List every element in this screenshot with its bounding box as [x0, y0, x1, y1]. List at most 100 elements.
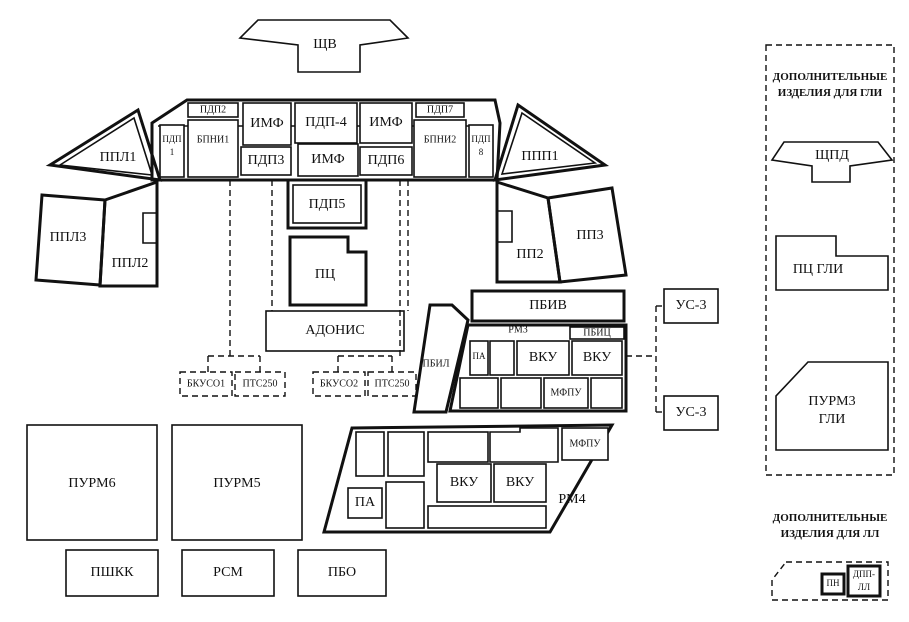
pts250-right-label: ПТС250 — [375, 378, 410, 389]
pshkk-label: ПШКК — [91, 565, 135, 580]
rm3-slot-1 — [489, 340, 515, 376]
pc-panel — [288, 235, 368, 307]
pa-top-label: ПА — [473, 351, 486, 361]
imf-center-box — [297, 143, 359, 177]
rm4-slot-6 — [427, 505, 547, 529]
pa-bottom-label: ПА — [355, 495, 376, 510]
vku-3-label: ВКУ — [450, 475, 478, 490]
imf-right-label: ИМФ — [369, 115, 402, 130]
purm5-box — [171, 424, 303, 541]
pp2-panel — [495, 179, 562, 284]
ll-frame — [771, 561, 889, 601]
pbic-label: ПБИЦ — [583, 327, 610, 338]
ppl2-label: ППЛ2 — [112, 256, 149, 271]
gli-heading-2: ИЗДЕЛИЯ ДЛЯ ГЛИ — [778, 87, 883, 99]
pts250-left-label: ПТС250 — [243, 378, 278, 389]
pc-gli-panel — [775, 235, 889, 291]
bpni2-box — [413, 119, 467, 178]
adonis-box — [265, 310, 405, 352]
bkuso2-label: БКУСО2 — [320, 378, 358, 389]
pbil-panel — [412, 303, 470, 414]
pdp8-box — [468, 124, 494, 178]
pp3-label: ПП3 — [576, 228, 603, 243]
vku-2-box — [571, 340, 623, 376]
ppl2-panel — [98, 179, 159, 288]
dpp-ll-box — [846, 564, 882, 598]
mfpu-1-label: МФПУ — [551, 387, 583, 398]
rm3-label: РМ3 — [508, 324, 527, 335]
pp2-notch — [497, 210, 513, 243]
bkuso1-box — [179, 371, 233, 397]
pa-top-box — [469, 340, 489, 376]
us3-top-box — [663, 288, 719, 324]
vku-2-label: ВКУ — [583, 350, 611, 365]
pdp6-box — [359, 146, 413, 176]
ppl1-label: ППЛ1 — [100, 150, 137, 165]
rm4-slot-5 — [385, 481, 425, 529]
ll-heading-2: ИЗДЕЛИЯ ДЛЯ ЛЛ — [781, 528, 881, 540]
pdp5-inner — [292, 184, 362, 224]
ppp1-label: ППП1 — [521, 149, 558, 164]
ppp1-panel — [492, 102, 610, 182]
rm3-slot-3 — [500, 377, 542, 409]
purm6-box — [26, 424, 158, 541]
pbic-box — [569, 326, 625, 340]
pts250-right-box — [367, 371, 417, 397]
pts250-left-box — [234, 371, 286, 397]
ppp1-inner — [500, 111, 598, 175]
us3-bottom-label: УС-3 — [676, 405, 707, 420]
purm3-gli-panel — [775, 361, 889, 451]
purm3-gli-label-1: ПУРМ3 — [808, 394, 855, 409]
pdp3-box — [240, 146, 292, 176]
vku-4-label: ВКУ — [506, 475, 534, 490]
rm4-label: РМ4 — [558, 492, 585, 507]
bkuso1-label: БКУСО1 — [187, 378, 225, 389]
mfpu-1-box — [543, 377, 589, 409]
pshkk-box — [65, 549, 159, 597]
ll-heading-1: ДОПОЛНИТЕЛЬНЫЕ — [773, 512, 888, 524]
pdp4-label: ПДП-4 — [305, 115, 346, 130]
pdp3-label: ПДП3 — [248, 153, 285, 168]
pbil-label: ПБИЛ — [423, 358, 450, 369]
ppl1-inner — [57, 116, 154, 176]
rm4-slot-1 — [355, 431, 385, 477]
ppl2-notch — [142, 212, 157, 244]
purm6-label: ПУРМ6 — [68, 476, 115, 491]
pdp2-box — [187, 102, 239, 118]
pbiv-box — [470, 289, 626, 323]
mfpu-2-box — [561, 427, 609, 461]
pdp7-label: ПДП7 — [427, 104, 453, 115]
gli-heading-1: ДОПОЛНИТЕЛЬНЫЕ — [773, 71, 888, 83]
dpp-ll-label-2: ЛЛ — [858, 582, 870, 592]
rm3-slot-4 — [590, 377, 623, 409]
rsm-label: РСМ — [213, 565, 243, 580]
imf-right-box — [359, 102, 413, 144]
pdp7-box — [415, 102, 465, 118]
pbo-box — [297, 549, 387, 597]
pdp1-label-a: ПДП — [162, 134, 182, 144]
rsm-box — [181, 549, 275, 597]
bpni1-box — [187, 119, 239, 178]
rm4-panel — [322, 423, 615, 534]
shchpd-panel — [770, 141, 894, 183]
adonis-label: АДОНИС — [305, 323, 364, 338]
pdp4-box — [294, 102, 358, 144]
gli-frame — [765, 44, 895, 476]
pdp6-label: ПДП6 — [368, 153, 405, 168]
vku-1-label: ВКУ — [529, 350, 557, 365]
pp2-label: ПП2 — [516, 247, 543, 262]
bpni2-label: БПНИ2 — [424, 134, 456, 145]
pdp5-box — [286, 178, 368, 230]
pbo-label: ПБО — [328, 565, 356, 580]
bkuso2-box — [312, 371, 366, 397]
rm4-slot-4 — [489, 427, 559, 463]
pa-bottom-box — [347, 487, 383, 519]
pc-label: ПЦ — [315, 267, 335, 282]
pbiv-label: ПБИВ — [529, 298, 567, 313]
rm4-slot-2 — [387, 431, 425, 477]
imf-center-label: ИМФ — [311, 152, 344, 167]
pdp5-label: ПДП5 — [309, 197, 346, 212]
ppl1-panel — [45, 107, 163, 182]
pdp1-label-b: 1 — [170, 147, 175, 157]
